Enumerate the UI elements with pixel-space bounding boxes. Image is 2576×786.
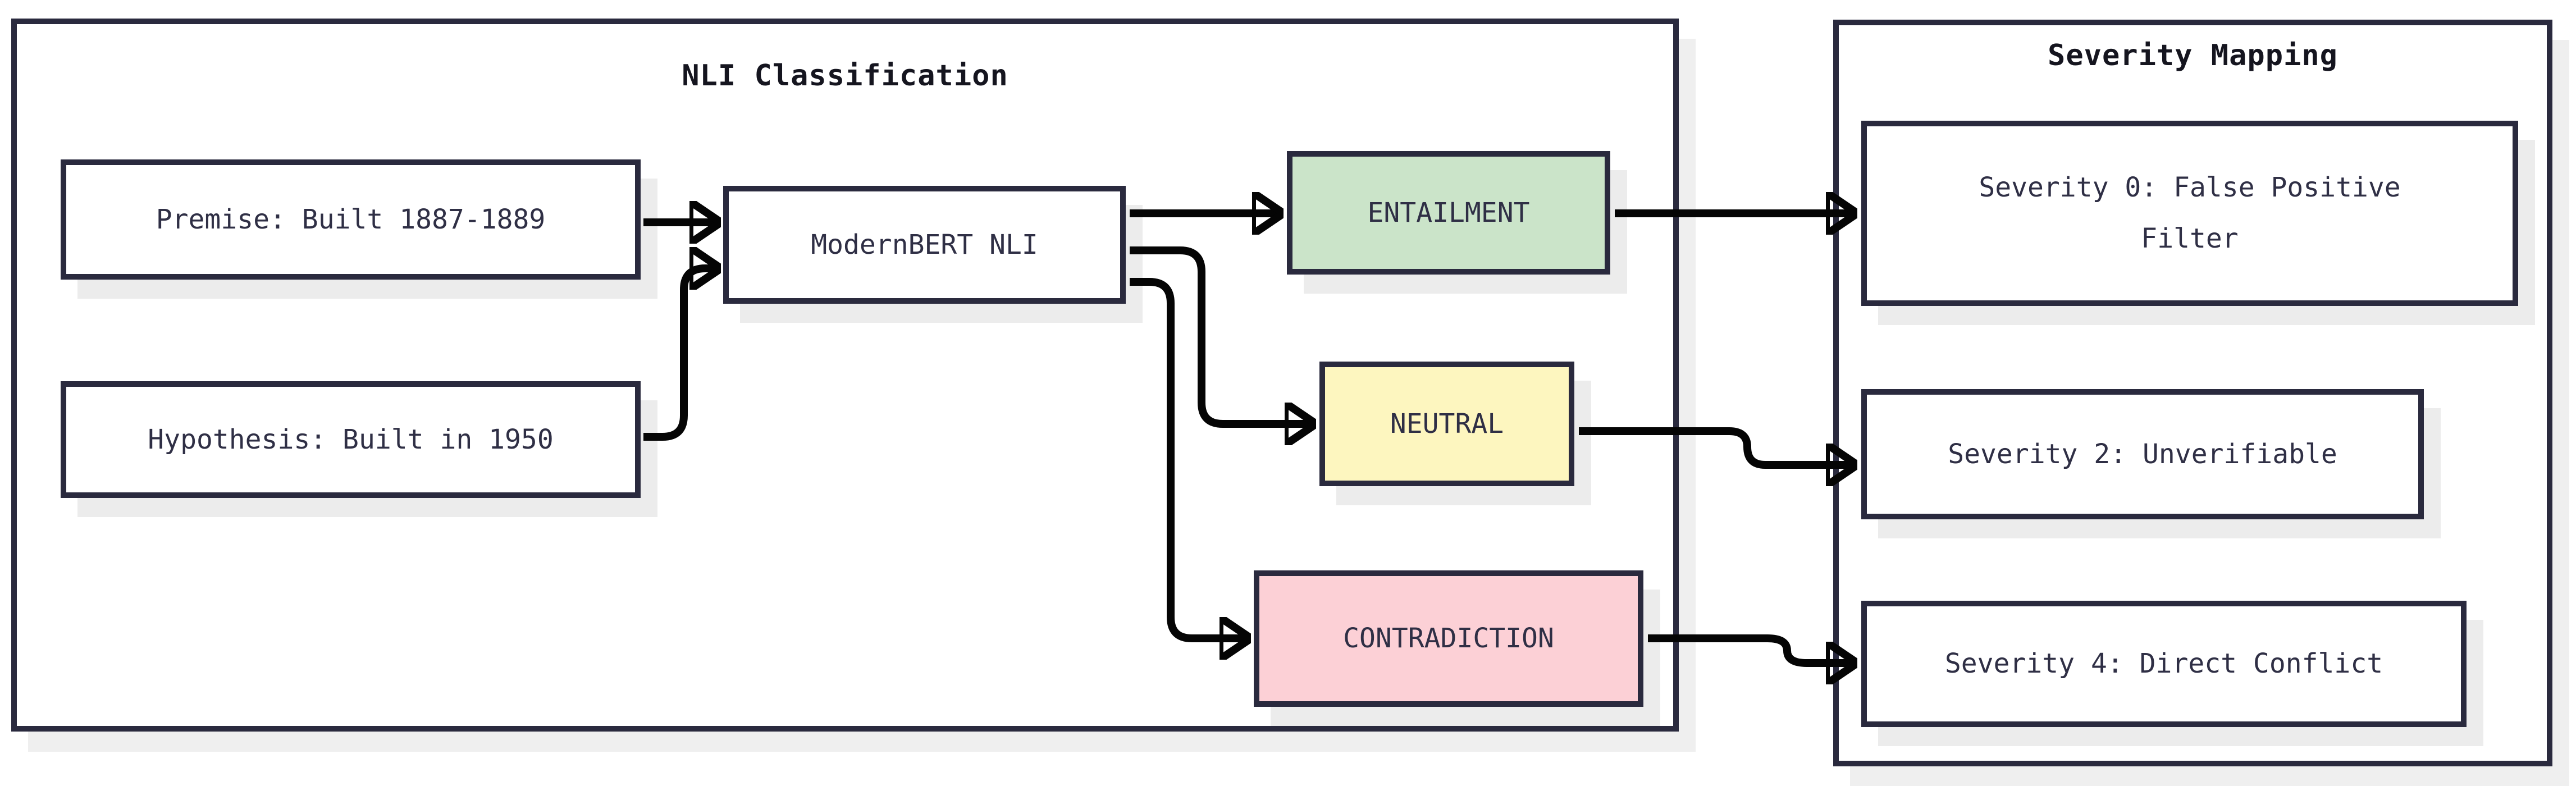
node-hypothesis: Hypothesis: Built in 1950	[61, 381, 641, 498]
cluster-nli-title: NLI Classification	[682, 59, 1008, 93]
node-severity-4: Severity 4: Direct Conflict	[1861, 601, 2467, 727]
node-contradiction-label: CONTRADICTION	[1343, 623, 1554, 655]
node-neutral: NEUTRAL	[1319, 362, 1574, 486]
node-entailment: ENTAILMENT	[1287, 151, 1610, 275]
node-severity-0: Severity 0: False Positive Filter	[1861, 121, 2518, 306]
node-hypothesis-label: Hypothesis: Built in 1950	[148, 423, 554, 455]
node-severity-4-label: Severity 4: Direct Conflict	[1944, 648, 2383, 680]
node-entailment-label: ENTAILMENT	[1367, 196, 1530, 229]
cluster-severity-title: Severity Mapping	[2048, 39, 2338, 72]
node-premise: Premise: Built 1887-1889	[61, 159, 641, 280]
node-contradiction: CONTRADICTION	[1254, 570, 1643, 707]
node-severity-2: Severity 2: Unverifiable	[1861, 389, 2424, 519]
node-severity-0-label: Severity 0: False Positive Filter	[1979, 171, 2401, 254]
node-neutral-label: NEUTRAL	[1390, 408, 1504, 440]
node-premise-label: Premise: Built 1887-1889	[156, 203, 546, 235]
edge-contradiction-severity4	[1648, 634, 1856, 663]
node-modernbert-nli: ModernBERT NLI	[723, 186, 1126, 304]
node-modernbert-nli-label: ModernBERT NLI	[811, 229, 1038, 261]
node-severity-2-label: Severity 2: Unverifiable	[1948, 438, 2337, 470]
